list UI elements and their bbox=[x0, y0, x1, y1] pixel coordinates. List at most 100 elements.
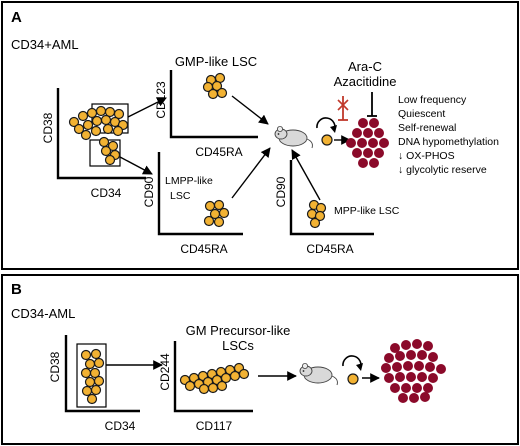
panel-b-main-population bbox=[80, 348, 105, 405]
cell-dot bbox=[90, 125, 102, 137]
cell-dot bbox=[211, 80, 223, 92]
property-item: Low frequency bbox=[398, 94, 467, 106]
cell-dot bbox=[86, 393, 98, 405]
cell-dot bbox=[213, 199, 225, 211]
cell-dot bbox=[80, 129, 92, 141]
mouse-icon bbox=[299, 363, 338, 386]
cell-dot bbox=[73, 123, 85, 135]
cell-dot bbox=[395, 351, 405, 361]
cell-dot bbox=[374, 128, 384, 138]
cell-dot bbox=[216, 380, 228, 392]
lmpp-title-line2: LSC bbox=[170, 190, 191, 202]
panel-a-subtitle: CD34+AML bbox=[11, 37, 79, 52]
cell-dot bbox=[412, 383, 422, 393]
cell-dot bbox=[423, 383, 433, 393]
arrow-mpp-to-mouse bbox=[291, 149, 321, 201]
cell-dot bbox=[398, 393, 408, 403]
arrow-to-lmpp bbox=[119, 156, 153, 175]
arrow-to-gmp bbox=[127, 97, 167, 118]
arrow-gmp-to-mouse bbox=[231, 95, 269, 125]
cell-dot bbox=[89, 367, 101, 379]
self-renewal-icon bbox=[342, 355, 363, 385]
cell-dot bbox=[363, 128, 373, 138]
cell-dot bbox=[80, 367, 92, 379]
cell-dot bbox=[412, 339, 422, 349]
leukemia-cluster-a bbox=[346, 118, 389, 168]
panel-a-mpp-plot: CD90 CD45RA MPP-like LSC bbox=[274, 160, 400, 256]
lmpp-population bbox=[203, 199, 230, 228]
panel-b-subtitle: CD34-AML bbox=[11, 306, 75, 321]
cell-dot bbox=[420, 392, 430, 402]
cell-dot bbox=[238, 368, 250, 380]
cell-dot bbox=[84, 358, 96, 370]
gm-population bbox=[179, 362, 250, 395]
cell-dot bbox=[91, 115, 103, 127]
cell-dot bbox=[381, 363, 391, 373]
arrow-lmpp-to-mouse bbox=[231, 147, 271, 199]
gmp-xlabel: CD45RA bbox=[195, 145, 242, 159]
cell-dot bbox=[81, 385, 93, 397]
cell-dot bbox=[403, 361, 413, 371]
panel-a-main-xlabel: CD34 bbox=[91, 186, 122, 200]
cell-dot bbox=[401, 340, 411, 350]
cell-dot bbox=[112, 125, 124, 137]
cell-dot bbox=[384, 353, 394, 363]
azacitidine-inhibit-icon bbox=[367, 92, 377, 117]
cell-dot bbox=[84, 376, 96, 388]
cell-dot bbox=[406, 350, 416, 360]
cell-dot bbox=[207, 88, 219, 100]
property-item: ↓ OX-PHOS bbox=[398, 150, 455, 162]
mpp-population bbox=[306, 199, 327, 229]
cell-dot bbox=[100, 114, 112, 126]
cell-dot bbox=[379, 138, 389, 148]
panel-a-main-axes bbox=[56, 88, 146, 180]
panel-b-border bbox=[1, 274, 519, 445]
drug-ara-c: Ara-C bbox=[348, 59, 382, 74]
panel-b-gm-plot: GM Precursor-like LSCs CD244 CD117 bbox=[158, 323, 290, 433]
cell-dot bbox=[102, 123, 114, 135]
property-item: Quiescent bbox=[398, 108, 445, 120]
property-item: Self-renewal bbox=[398, 122, 456, 134]
drug-azacitidine: Azacitidine bbox=[334, 74, 397, 89]
lmpp-title-line1: LMPP-like bbox=[165, 175, 213, 187]
panel-b-main-xlabel: CD34 bbox=[105, 419, 136, 433]
property-item: ↓ glycolytic reserve bbox=[398, 164, 487, 176]
cell-dot bbox=[409, 393, 419, 403]
leukemia-cluster-b bbox=[381, 339, 446, 403]
cell-dot bbox=[406, 372, 416, 382]
cell-dot bbox=[352, 148, 362, 158]
panel-a-main-population bbox=[68, 105, 129, 166]
cell-dot bbox=[363, 148, 373, 158]
panel-a-gmp-plot: GMP-like LSC CD123 CD45RA bbox=[154, 54, 258, 159]
mouse-icon bbox=[274, 126, 313, 149]
cell-dot bbox=[213, 216, 225, 228]
cell-dot bbox=[100, 145, 112, 157]
panel-a-border bbox=[1, 1, 519, 270]
cell-dot bbox=[346, 138, 356, 148]
lmpp-axes bbox=[157, 152, 243, 236]
cell-dot bbox=[358, 158, 368, 168]
cell-dot bbox=[86, 107, 98, 119]
gmp-axes bbox=[169, 70, 258, 139]
panel-a-letter: A bbox=[11, 9, 22, 26]
gm-xlabel: CD117 bbox=[196, 419, 233, 433]
cell-dot bbox=[95, 105, 107, 117]
cell-dot bbox=[90, 348, 102, 360]
cell-dot bbox=[425, 362, 435, 372]
cell-dot bbox=[68, 116, 80, 128]
cell-dot bbox=[395, 372, 405, 382]
cell-dot bbox=[82, 119, 94, 131]
cell-dot bbox=[93, 375, 105, 387]
cell-dot bbox=[428, 373, 438, 383]
cell-dot bbox=[374, 148, 384, 158]
panel-b-letter: B bbox=[11, 281, 22, 298]
mpp-title: MPP-like LSC bbox=[334, 205, 400, 217]
cell-dot bbox=[216, 87, 228, 99]
cell-dot bbox=[77, 110, 89, 122]
gm-axes bbox=[173, 341, 253, 413]
properties-list: Low frequency Quiescent Self-renewal DNA… bbox=[398, 94, 499, 176]
cell-dot bbox=[358, 118, 368, 128]
cell-dot bbox=[218, 207, 230, 219]
cell-dot bbox=[229, 370, 241, 382]
